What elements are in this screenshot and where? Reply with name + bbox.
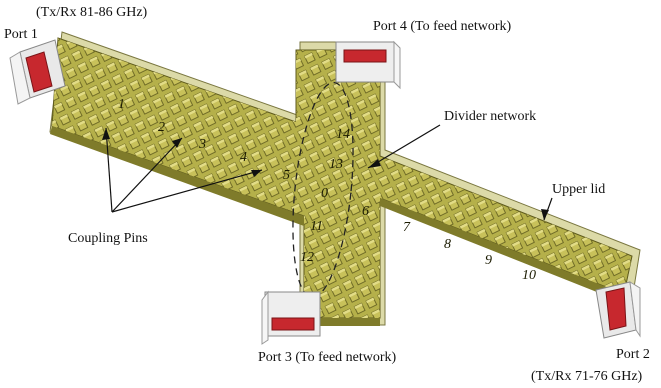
pin-number-0: 0 [321,186,328,201]
pin-number-7: 7 [403,220,411,235]
port2-band-label: (Tx/Rx 71-76 GHz) [531,369,643,384]
pin-number-14: 14 [336,127,350,142]
port4-label: Port 4 (To feed network) [373,19,512,34]
port-2 [595,281,641,339]
pin-number-3: 3 [198,137,206,152]
pin-number-6: 6 [362,204,369,219]
port-3 [261,290,321,345]
port-1 [9,39,66,105]
pin-number-12: 12 [300,250,314,265]
arrow-heads [102,128,549,220]
pin-number-9: 9 [485,253,492,268]
pin-number-11: 11 [310,219,323,234]
divider-network-outline [292,81,354,299]
pin-number-4: 4 [240,150,247,165]
waveguide-body [50,37,633,326]
port2-label: Port 2 [616,347,650,362]
pin-number-10: 10 [522,268,536,283]
port1-band-label: (Tx/Rx 81-86 GHz) [36,5,148,20]
pin-numbers: 1 2 3 4 5 14 13 0 11 12 6 7 8 9 10 [118,97,536,283]
upper-lid-label: Upper lid [552,182,605,197]
pin-number-8: 8 [444,237,451,252]
pin-number-13: 13 [329,157,343,172]
coupling-pins-label: Coupling Pins [68,231,148,246]
pin-number-1: 1 [118,97,125,112]
annotation-arrows [105,124,553,221]
port-4 [335,40,401,90]
pin-number-5: 5 [283,168,290,183]
port3-label: Port 3 (To feed network) [258,350,397,365]
port1-label: Port 1 [4,27,38,42]
divider-network-label: Divider network [444,109,536,124]
pin-number-2: 2 [158,120,165,135]
